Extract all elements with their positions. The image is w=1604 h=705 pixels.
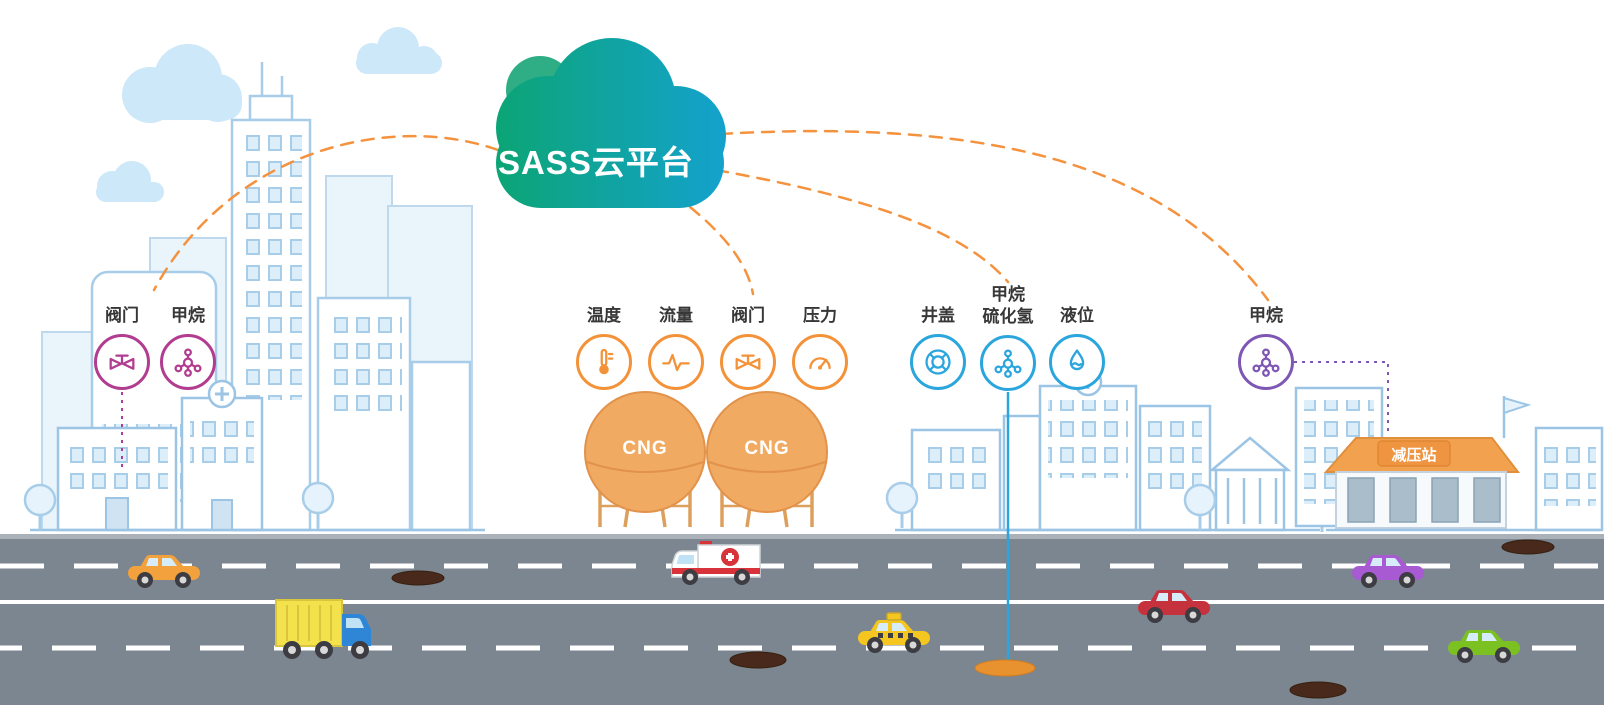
sensor-circle bbox=[910, 334, 966, 390]
sensor-methane-city: 甲烷 bbox=[153, 284, 223, 390]
cng-tank-2 bbox=[706, 391, 828, 513]
pressure-station-sign-label: 减压站 bbox=[1391, 447, 1437, 464]
connection-curve-underground bbox=[714, 168, 1010, 284]
sensor-label: 液位 bbox=[1060, 305, 1094, 325]
left-buildings bbox=[23, 379, 485, 532]
sensor-flow: 流量 bbox=[641, 284, 711, 390]
sensor-label: 温度 bbox=[587, 305, 621, 325]
manhole-cover-icon bbox=[922, 346, 954, 378]
sensor-methane-station: 甲烷 bbox=[1231, 284, 1301, 390]
sensor-label: 甲烷 bbox=[171, 305, 205, 325]
ambulance bbox=[671, 541, 761, 585]
sensor-label: 阀门 bbox=[105, 305, 139, 325]
pressure-reduction-station bbox=[1294, 386, 1604, 532]
sensor-gas-multi: 甲烷 硫化氢 bbox=[973, 284, 1043, 392]
valve-icon bbox=[106, 346, 138, 378]
saas-cloud bbox=[496, 38, 726, 208]
sky-clouds bbox=[96, 27, 442, 202]
sensor-circle bbox=[1049, 334, 1105, 390]
sensor-circle bbox=[648, 334, 704, 390]
cng-tank-label: CNG bbox=[744, 438, 790, 459]
connection-curve-cng bbox=[688, 205, 755, 296]
station-sign bbox=[1377, 440, 1451, 467]
connection-curve-city bbox=[152, 134, 500, 292]
pressure-gauge-icon bbox=[804, 346, 836, 378]
sensor-label: 流量 bbox=[659, 305, 693, 325]
manhole-covers bbox=[391, 539, 1555, 699]
sensor-label: 压力 bbox=[803, 305, 837, 325]
sensor-label: 甲烷 bbox=[1249, 305, 1283, 325]
sensor-circle bbox=[576, 334, 632, 390]
thermometer-icon bbox=[588, 346, 620, 378]
connection-curve-station bbox=[718, 129, 1270, 302]
lane-solid-line bbox=[0, 600, 1604, 604]
sensor-label: 井盖 bbox=[921, 305, 955, 325]
monitored-manhole bbox=[974, 659, 1036, 677]
cloud-platform-title: SASS云平台 bbox=[498, 144, 694, 181]
taxi bbox=[858, 612, 930, 653]
sensor-liquid-level: 液位 bbox=[1042, 284, 1112, 390]
sensor-valve-city: 阀门 bbox=[87, 284, 157, 390]
liquid-level-icon bbox=[1061, 346, 1093, 378]
sensor-valve-cng: 阀门 bbox=[713, 284, 783, 390]
flow-meter-icon bbox=[660, 346, 692, 378]
station-flag bbox=[1503, 396, 1532, 415]
sensor-circle bbox=[160, 334, 216, 390]
sensor-label: 甲烷 bbox=[991, 285, 1025, 304]
station-doors bbox=[1347, 477, 1501, 523]
sensor-temperature: 温度 bbox=[569, 284, 639, 390]
gas-molecule-icon bbox=[992, 347, 1024, 379]
cng-tank-label: CNG bbox=[622, 438, 668, 459]
right-buildings bbox=[885, 367, 1339, 534]
sensor-circle bbox=[720, 334, 776, 390]
sensor-sublabel: 硫化氢 bbox=[982, 307, 1034, 327]
cng-tank-1 bbox=[584, 391, 706, 513]
cloud-connections bbox=[152, 129, 1270, 302]
road bbox=[0, 534, 1604, 705]
sensor-label: 阀门 bbox=[731, 305, 765, 325]
cng-tanks bbox=[584, 391, 828, 528]
taxi-roof-sign bbox=[886, 612, 902, 621]
methane-molecule-icon bbox=[1250, 346, 1282, 378]
sensor-circle bbox=[980, 335, 1036, 392]
sensor-manhole-cover: 井盖 bbox=[903, 284, 973, 390]
valve-icon bbox=[732, 346, 764, 378]
methane-molecule-icon bbox=[172, 346, 204, 378]
sensor-pressure: 压力 bbox=[785, 284, 855, 390]
sensor-circle bbox=[1238, 334, 1294, 390]
vehicles bbox=[128, 541, 1520, 663]
sensor-circle bbox=[792, 334, 848, 390]
sensor-circle bbox=[94, 334, 150, 390]
truck-yellow-blue bbox=[275, 599, 371, 659]
